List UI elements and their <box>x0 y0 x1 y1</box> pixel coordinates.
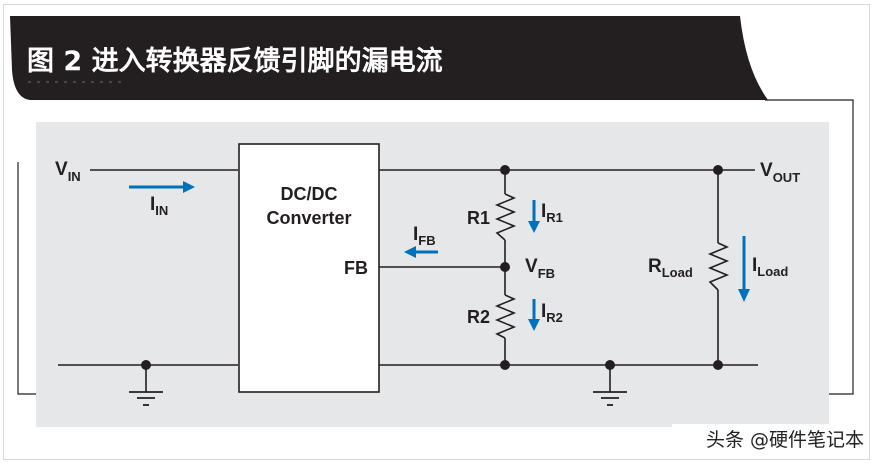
junction-dot <box>500 360 510 370</box>
iload-label: ILoad <box>752 255 788 279</box>
dcdc-converter-block <box>238 143 380 393</box>
iload-arrow-icon <box>738 236 750 302</box>
schematic-panel <box>36 122 829 427</box>
junctions <box>141 165 723 370</box>
watermark: 头条 @硬件笔记本 <box>706 429 864 451</box>
rload-label: RLoad <box>648 256 693 280</box>
vin-label: VIN <box>55 159 81 184</box>
current-arrows <box>129 181 750 331</box>
ir1-label: IR1 <box>541 201 563 225</box>
converter-label-line1: DC/DC <box>281 184 338 204</box>
figure-title: 图 2 进入转换器反馈引脚的漏电流 <box>27 45 443 77</box>
junction-dot <box>713 360 723 370</box>
iin-label: IIN <box>150 194 168 218</box>
r2-label: R2 <box>467 307 490 327</box>
wires <box>58 169 758 392</box>
junction-dot <box>713 165 723 175</box>
ir2-label: IR2 <box>541 301 563 325</box>
vout-label: VOUT <box>760 160 800 185</box>
title-banner <box>10 16 768 100</box>
image-frame <box>3 4 870 460</box>
r1-label: R1 <box>467 208 490 228</box>
ifb-arrow-icon <box>404 246 438 258</box>
fb-pin-label: FB <box>344 258 368 278</box>
ir1-arrow-icon <box>528 200 540 233</box>
ground-symbol-output <box>593 391 627 406</box>
junction-dot <box>500 165 510 175</box>
iin-arrow-icon <box>129 181 195 193</box>
resistor-rload <box>707 242 730 291</box>
ground-symbol-input <box>129 391 163 406</box>
resistor-r1 <box>494 193 517 241</box>
resistor-r2 <box>494 294 517 339</box>
watermark-bg <box>672 424 860 450</box>
figure-frame <box>17 99 854 395</box>
junction-dot <box>500 262 510 272</box>
junction-dot <box>605 360 615 370</box>
junction-dot <box>141 360 151 370</box>
converter-label-line2: Converter <box>266 208 351 228</box>
ir2-arrow-icon <box>528 299 540 331</box>
ifb-label: IFB <box>413 224 436 248</box>
vfb-label: VFB <box>525 256 555 281</box>
